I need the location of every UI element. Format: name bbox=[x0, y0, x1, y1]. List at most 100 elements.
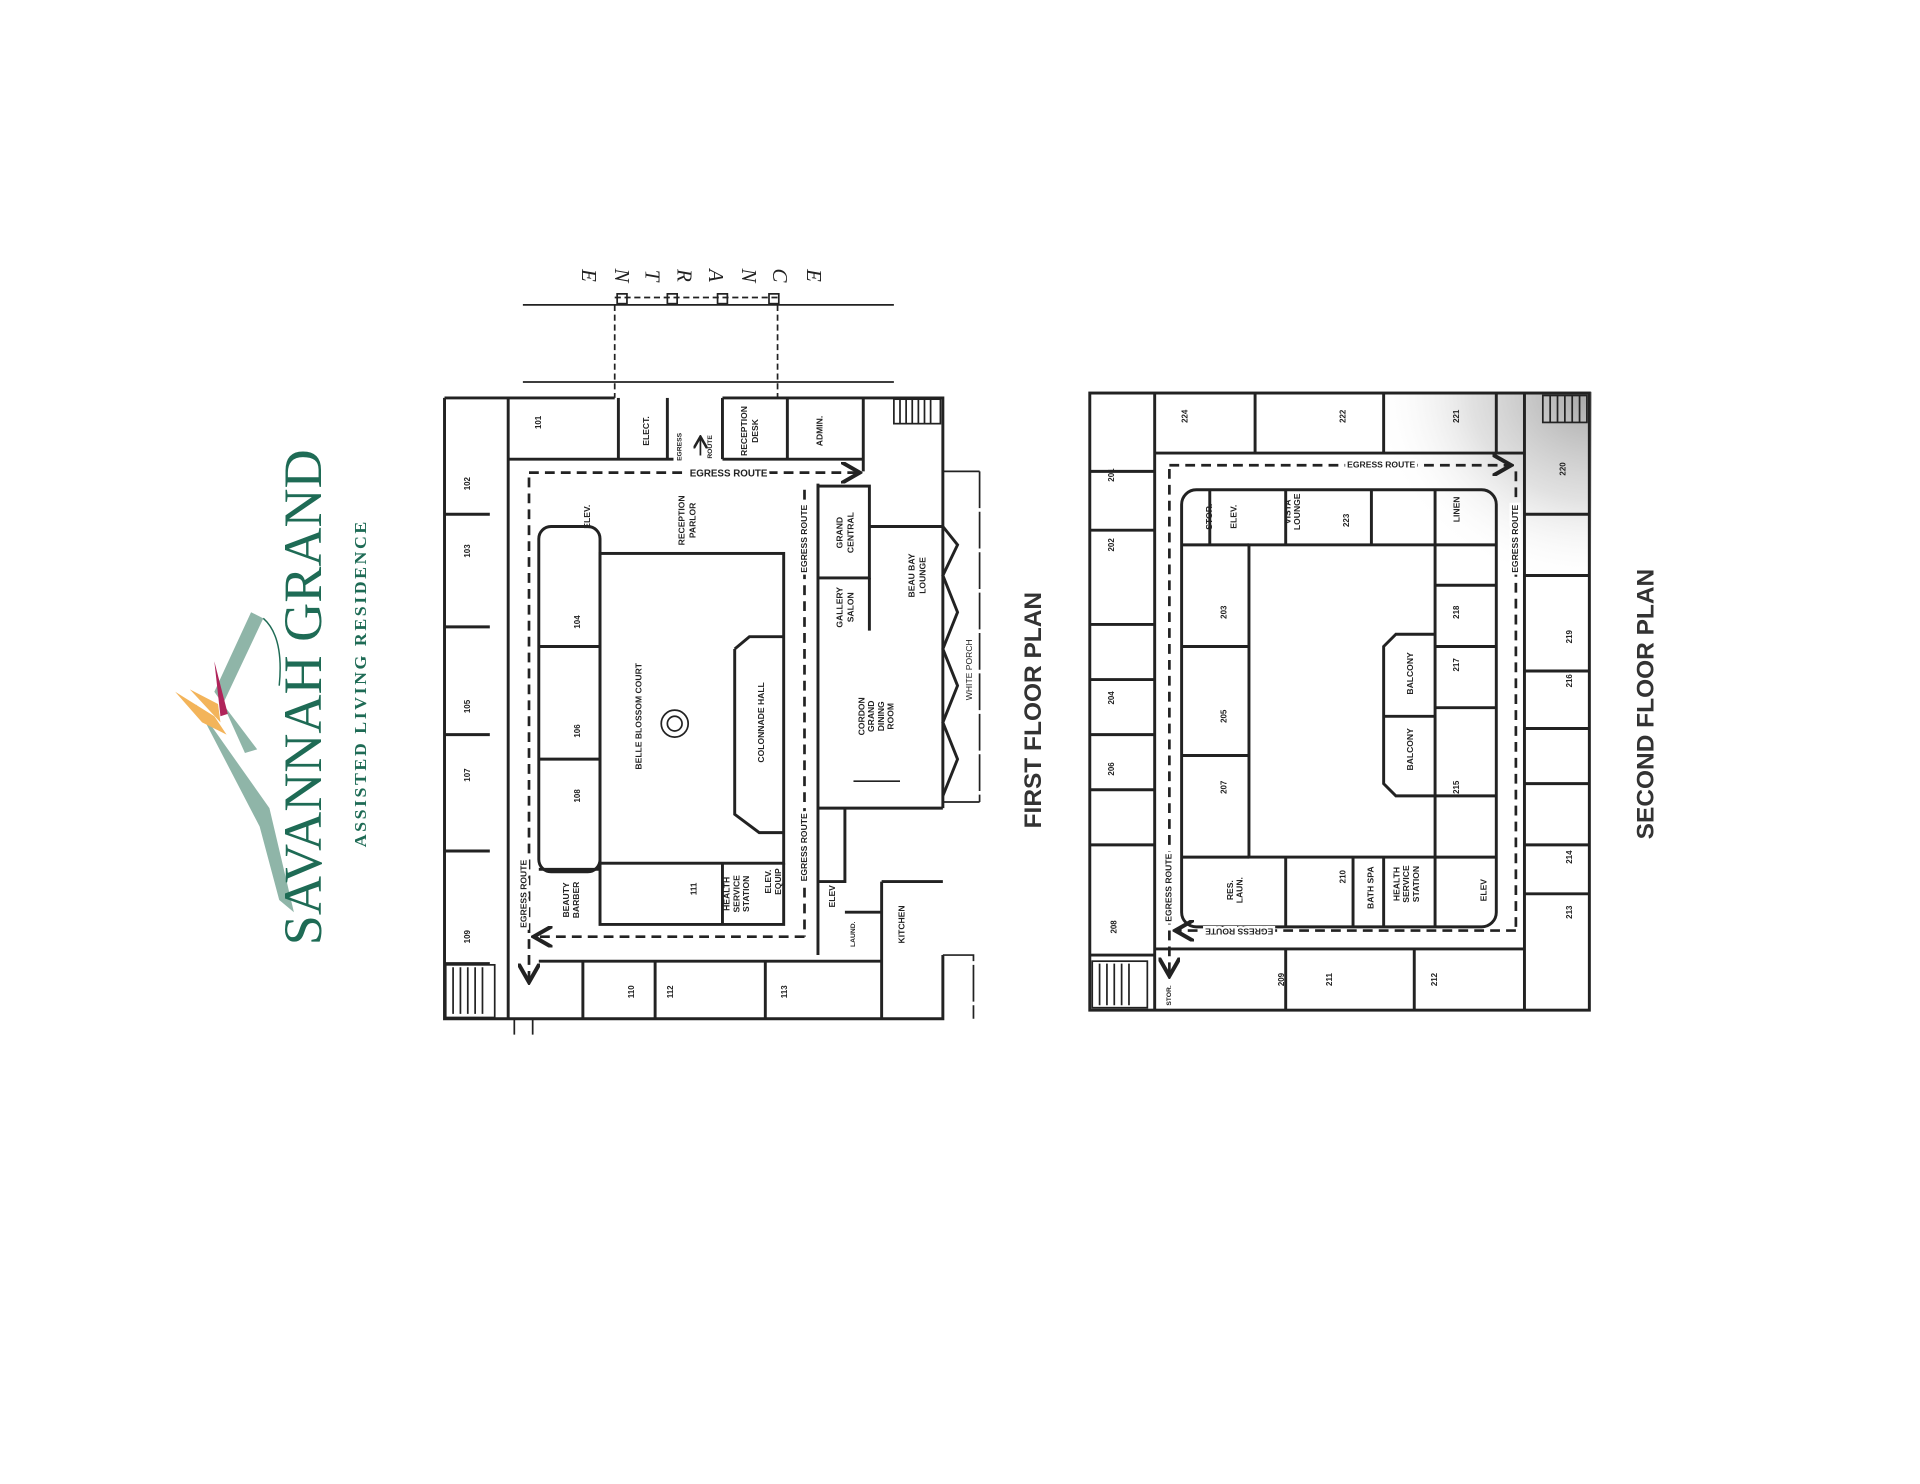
elevator-label: ELEV bbox=[1478, 879, 1488, 902]
logo-name: SAVANNAH GRAND bbox=[273, 449, 333, 945]
linen-label: LINEN bbox=[1451, 497, 1461, 523]
reception-parlor-label: PARLOR bbox=[687, 502, 697, 538]
room-206: 206 bbox=[1107, 762, 1116, 776]
room-220: 220 bbox=[1559, 462, 1568, 476]
room-108: 108 bbox=[573, 789, 582, 803]
room-208: 208 bbox=[1109, 920, 1118, 934]
fountain-icon bbox=[660, 709, 690, 738]
laundry-label: LAUND. bbox=[850, 921, 857, 947]
colonnade-hall-label: COLONNADE HALL bbox=[756, 682, 766, 762]
room-106: 106 bbox=[573, 724, 582, 738]
room-101: 101 bbox=[534, 415, 543, 429]
beau-bay-lounge-label: BEAU BAY bbox=[907, 553, 917, 597]
second-floor-stairs bbox=[1091, 394, 1588, 1009]
reception-desk-label: DESK bbox=[750, 418, 760, 443]
room-207: 207 bbox=[1220, 780, 1229, 794]
belle-blossom-court-label: BELLE BLOSSOM COURT bbox=[633, 662, 643, 769]
gallery-salon-label: SALON bbox=[845, 592, 855, 622]
vista-lounge-label: LOUNGE bbox=[1292, 493, 1302, 530]
entrance-letter: T bbox=[640, 270, 664, 283]
room-219: 219 bbox=[1565, 629, 1574, 643]
room-214: 214 bbox=[1565, 850, 1574, 864]
cordon-grand-dining-room-label: GRAND bbox=[866, 701, 876, 732]
room-105: 105 bbox=[463, 699, 472, 713]
logo-tagline: ASSISTED LIVING RESIDENCE bbox=[351, 519, 370, 847]
room-102: 102 bbox=[463, 476, 472, 490]
egress-route-label: EGRESS ROUTE bbox=[799, 504, 809, 572]
egress-route-label: EGRESS ROUTE bbox=[518, 860, 528, 928]
elect-label: ELECT. bbox=[641, 416, 651, 446]
health-service-station-label: SERVICE bbox=[1401, 865, 1411, 903]
entrance: E N T R A N C E bbox=[522, 267, 894, 398]
first-floor-walls bbox=[443, 396, 981, 1035]
elevator-label: ELEV. bbox=[582, 505, 592, 529]
reception-parlor-label: RECEPTION bbox=[676, 495, 686, 545]
gallery-salon-label: GALLERY bbox=[834, 587, 844, 628]
room-222: 222 bbox=[1338, 409, 1347, 423]
storage-label: STOR. bbox=[1166, 985, 1173, 1006]
balcony-label: BALCONY bbox=[1405, 728, 1415, 771]
cordon-grand-dining-room-label: ROOM bbox=[886, 703, 896, 730]
elevator-label: ELEV. bbox=[1229, 505, 1239, 529]
admin-label: ADMIN. bbox=[815, 416, 825, 446]
egress-route-label: EGRESS ROUTE bbox=[1347, 460, 1415, 470]
cordon-grand-dining-room-label: DINING bbox=[876, 701, 886, 731]
room-112: 112 bbox=[666, 985, 675, 998]
egress-route-label: EGRESS ROUTE bbox=[799, 813, 809, 881]
first-floor-title: FIRST FLOOR PLAN bbox=[1020, 592, 1047, 829]
white-porch-label: WHITE PORCH bbox=[964, 639, 974, 700]
room-202: 202 bbox=[1107, 538, 1116, 552]
room-215: 215 bbox=[1452, 780, 1461, 794]
beauty-barber-label: BARBER bbox=[571, 881, 581, 918]
room-216: 216 bbox=[1565, 674, 1574, 688]
room-221: 221 bbox=[1452, 409, 1461, 423]
room-110: 110 bbox=[627, 985, 636, 998]
second-floor-walls bbox=[1088, 391, 1591, 1012]
room-103: 103 bbox=[463, 544, 472, 558]
entrance-letter: E bbox=[802, 268, 826, 282]
egress-route-label: EGRESS ROUTE bbox=[690, 468, 768, 479]
room-113: 113 bbox=[780, 985, 789, 998]
first-floor-egress-route bbox=[529, 438, 857, 979]
egress-route-label: EGRESS ROUTE bbox=[1164, 853, 1174, 921]
second-floor-title: SECOND FLOOR PLAN bbox=[1632, 569, 1659, 840]
reception-desk-label: RECEPTION bbox=[739, 406, 749, 456]
egress-route-label: EGRESS ROUTE bbox=[1510, 504, 1520, 572]
grand-central-label: GRAND bbox=[834, 517, 844, 548]
room-211: 211 bbox=[1325, 973, 1334, 986]
room-209: 209 bbox=[1277, 972, 1286, 986]
second-floor-egress-route bbox=[1169, 465, 1518, 973]
beau-bay-lounge-label: LOUNGE bbox=[918, 557, 928, 594]
room-204: 204 bbox=[1107, 691, 1116, 705]
bird-of-paradise-icon bbox=[175, 612, 294, 913]
entrance-letter: A bbox=[704, 267, 728, 282]
room-104: 104 bbox=[573, 615, 582, 629]
logo: SAVANNAH GRAND ASSISTED LIVING RESIDENCE bbox=[175, 449, 370, 945]
first-floor-plan: E N T R A N C E bbox=[443, 267, 1047, 1035]
health-service-station-label: STATION bbox=[1411, 866, 1421, 902]
entrance-letter: N bbox=[610, 268, 634, 284]
room-203: 203 bbox=[1220, 605, 1229, 619]
egress-label: EGRESS bbox=[676, 432, 683, 461]
egress-route-label: EGRESS ROUTE bbox=[1205, 926, 1273, 936]
second-floor-plan: 201 202 203 204 205 206 207 208 209 210 … bbox=[1088, 391, 1659, 1012]
resident-laundry-label: RES. bbox=[1225, 880, 1235, 900]
bath-spa-label: BATH SPA bbox=[1366, 866, 1376, 908]
storage-label: STOR. bbox=[1204, 504, 1214, 530]
elevator-label: ELEV bbox=[827, 885, 837, 908]
room-217: 217 bbox=[1452, 658, 1461, 672]
health-service-station-label: SERVICE bbox=[731, 875, 741, 913]
room-210: 210 bbox=[1338, 869, 1347, 883]
room-111: 111 bbox=[689, 882, 698, 895]
room-224: 224 bbox=[1180, 409, 1189, 423]
cordon-grand-dining-room-label: CORDON bbox=[856, 697, 866, 735]
entrance-letter: N bbox=[737, 268, 761, 284]
health-service-station-label: STATION bbox=[741, 876, 751, 912]
room-218: 218 bbox=[1452, 605, 1461, 619]
room-201: 201 bbox=[1107, 468, 1116, 482]
room-109: 109 bbox=[463, 929, 472, 943]
entrance-letter: C bbox=[768, 269, 792, 284]
elev-equip-label: ELEV. bbox=[763, 870, 773, 894]
first-floor-stairs bbox=[444, 398, 942, 1019]
